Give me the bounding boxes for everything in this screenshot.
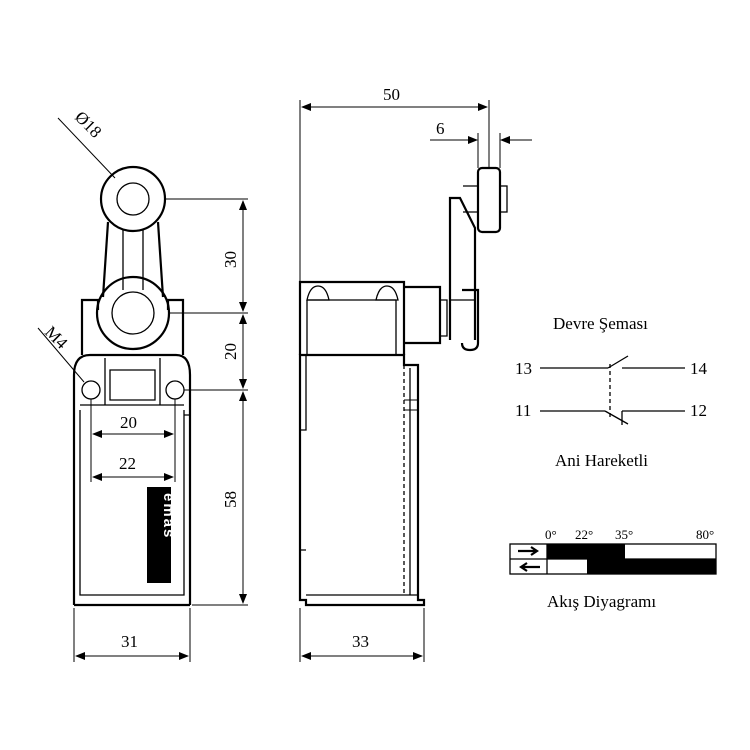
terminal-14: 14 <box>690 359 708 378</box>
arrow-left-icon <box>519 562 540 572</box>
mount-hole-left <box>81 380 101 400</box>
terminal-11: 11 <box>515 401 531 420</box>
mount-hole-right <box>165 380 185 400</box>
brand-logo <box>147 487 171 583</box>
side-view <box>298 100 508 607</box>
side-roller <box>476 166 502 234</box>
lever-arm <box>101 221 165 298</box>
dim-diameter-label: Ø18 <box>71 107 105 141</box>
angle-35: 35° <box>615 527 633 542</box>
brand-logo-text: emas <box>160 493 177 539</box>
terminal-12: 12 <box>690 401 707 420</box>
dim-20-holes-label: 20 <box>120 413 137 432</box>
dim-50-label: 50 <box>383 85 400 104</box>
circuit-title: Devre Şeması <box>553 314 648 333</box>
dim-22-label: 22 <box>119 454 136 473</box>
front-view: emas M4 Ø18 <box>37 107 192 607</box>
front-horizontal-dims: 20 22 31 <box>73 399 191 662</box>
action-label: Ani Hareketli <box>555 451 648 470</box>
flow-title: Akış Diyagramı <box>547 592 656 611</box>
side-lever <box>448 196 477 340</box>
flow-bar-top <box>547 544 625 559</box>
dim-58-label: 58 <box>221 491 240 508</box>
dim-30-label: 30 <box>221 251 240 268</box>
flow-diagram: 0° 22° 35° 80° Akış Diyagramı <box>509 527 717 611</box>
side-dims: 50 6 33 <box>299 85 532 662</box>
dim-33-label: 33 <box>352 632 369 651</box>
side-body <box>298 353 426 607</box>
dim-20-vertical-label: 20 <box>221 343 240 360</box>
side-head <box>298 280 406 355</box>
flow-bar-bottom <box>587 559 716 574</box>
circuit-diagram: Devre Şeması 13 14 11 12 Ani Hareketli <box>515 314 708 470</box>
angle-22: 22° <box>575 527 593 542</box>
roller <box>99 165 167 233</box>
switch-body <box>72 353 192 605</box>
terminal-13: 13 <box>515 359 532 378</box>
front-vertical-dims: 30 20 58 <box>165 198 248 606</box>
angle-0: 0° <box>545 527 557 542</box>
arrow-right-icon <box>518 546 539 556</box>
dim-thread-label: M4 <box>41 322 71 352</box>
dim-31-label: 31 <box>121 632 138 651</box>
dim-6-label: 6 <box>436 119 445 138</box>
angle-80: 80° <box>696 527 714 542</box>
